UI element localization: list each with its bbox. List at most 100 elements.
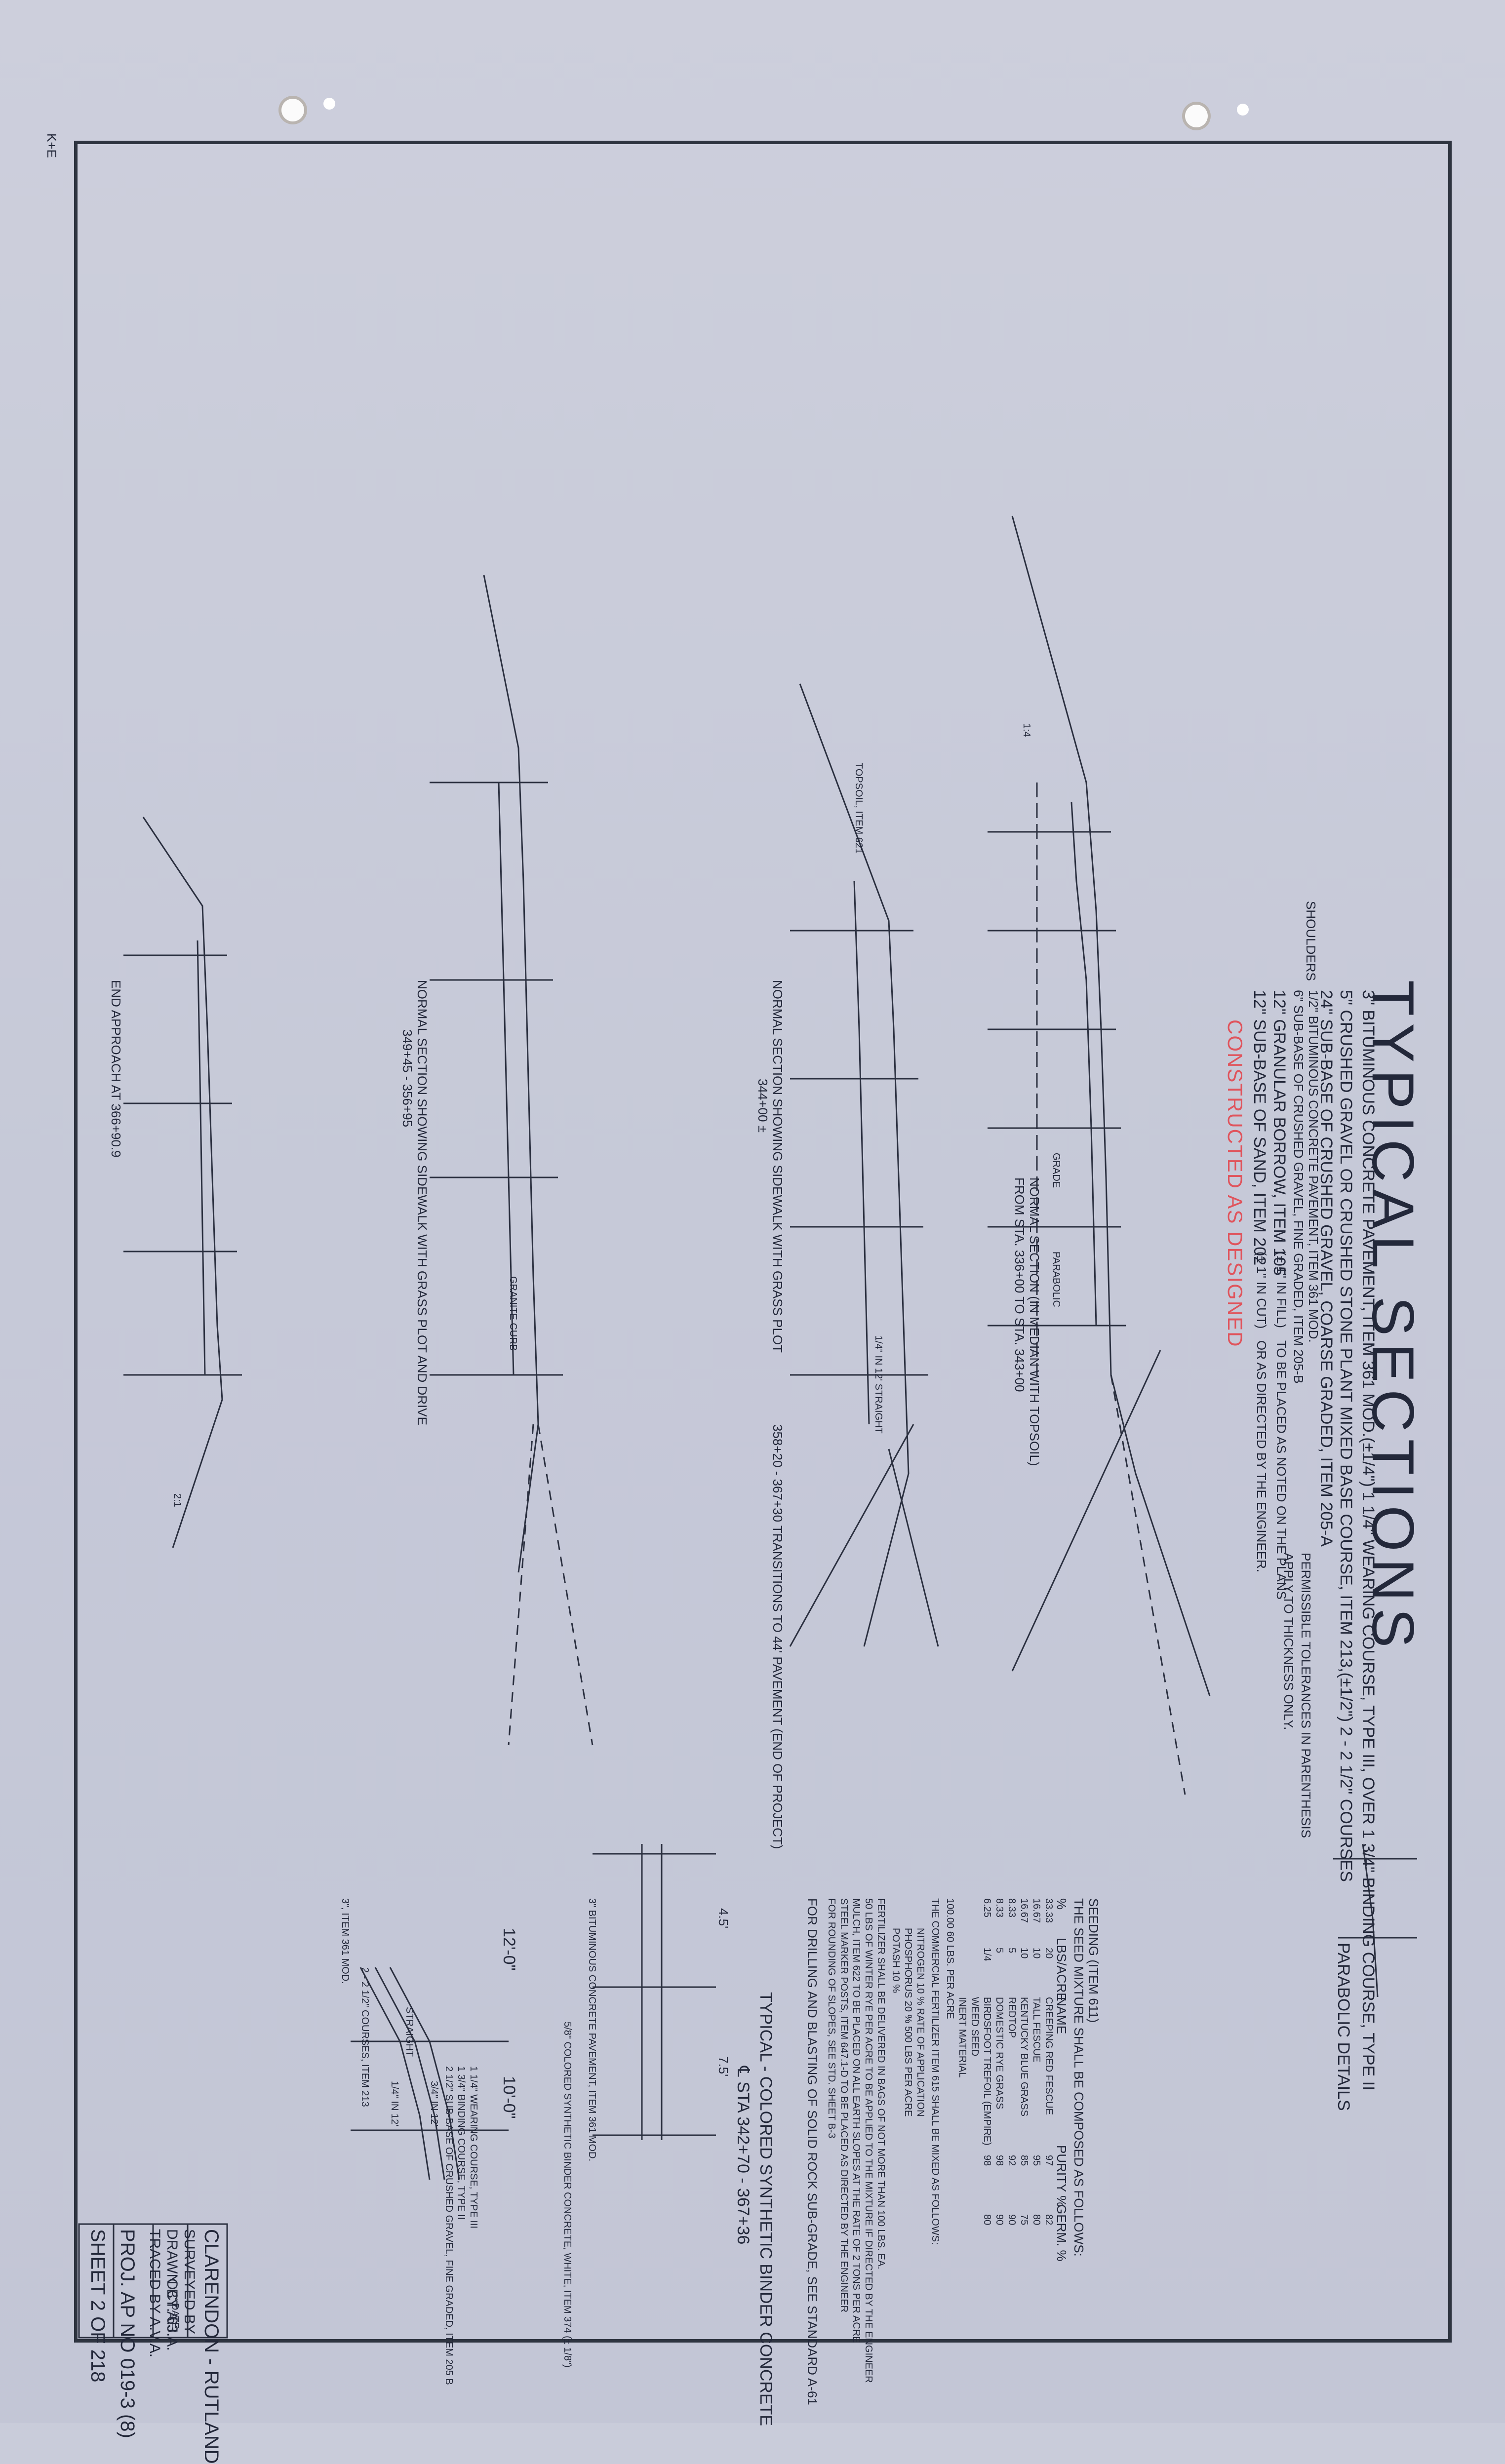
seeding-col-lbs: LBS/ACRE: [1054, 1938, 1069, 2001]
section-range: 349+45 - 356+95: [400, 1029, 415, 1128]
section-profile: [799, 683, 910, 1647]
section-range: 344+00 ±: [755, 1079, 770, 1133]
seed-pct: 8.33: [994, 1898, 1005, 1917]
parabolic-label: PARABOLIC: [1051, 1252, 1062, 1307]
seeding-note: MULCH, ITEM 622 TO BE PLACED ON ALL EART…: [851, 1898, 862, 2343]
seeding-note: FERTILIZER SHALL BE DELIVERED IN BAGS OF…: [875, 1898, 886, 2269]
margin-mark: K+E: [44, 133, 59, 158]
section-caption: NORMAL SECTION (IN MEDIAN WITH TOPSOIL): [1027, 1177, 1042, 1466]
spec-line-2: 5" CRUSHED GRAVEL OR CRUSHED STONE PLANT…: [1337, 990, 1355, 1882]
shoulders-line-2: 6" SUB-BASE OF CRUSHED GRAVEL, FINE GRAD…: [1291, 990, 1306, 1384]
fertilizer-row: NITROGEN 10 % RATE OF APPLICATION: [915, 1928, 926, 2117]
parabolic-detail: [1362, 1843, 1379, 1997]
seed-name: TALL FESCUE: [1031, 1997, 1042, 2063]
seed-lbs: 10: [1031, 1948, 1042, 1959]
seeding-col-germ: GERM. %: [1054, 2204, 1069, 2262]
seed-pct: 16.67: [1031, 1898, 1042, 1923]
section-linework: [78, 515, 1417, 2339]
seeding-col-pct: %: [1054, 1898, 1069, 1910]
seed-germ: 75: [1019, 2214, 1030, 2226]
seed-purity: 85: [1019, 2155, 1030, 2166]
slope-label: 2:1: [172, 1493, 183, 1507]
seed-name: KENTUCKY BLUE GRASS: [1019, 1997, 1030, 2116]
title-block-surveyed: SURVEYED BY: [181, 2229, 198, 2334]
detail-label: STRAIGHT: [404, 2007, 415, 2057]
title-block-project: PROJ. AP NO 019-3 (8): [117, 2229, 138, 2438]
seed-lbs: 1/4: [982, 1948, 992, 1961]
section-range: FROM STA. 336+00 TO STA. 343+00: [1012, 1177, 1027, 1392]
fertilizer-row: POTASH 10 %: [890, 1928, 901, 1993]
seed-germ: 82: [1043, 2214, 1054, 2226]
section-profile: [1011, 515, 1211, 1696]
detail-label: 1 3/4" BINDING COURSE, TYPE II: [456, 2066, 467, 2220]
seeding-total: 100.00 60 LBS. PER ACRE: [945, 1898, 955, 2019]
binder-dim-b: 7.5': [716, 2056, 731, 2077]
seed-lbs: 5: [994, 1948, 1005, 1954]
spec-line-4: 12" GRANULAR BORROW, ITEM 105: [1270, 990, 1289, 1276]
fertilizer-row: PHOSPHORUS 20 % 500 LBS PER ACRE: [903, 1928, 913, 2117]
punch-hole: [281, 99, 304, 121]
seeding-note: FOR DRILLING AND BLASTING OF SOLID ROCK …: [805, 1898, 820, 2405]
detail-label: 1 1/4" WEARING COURSE, TYPE III: [468, 2066, 479, 2229]
punch-dot: [323, 98, 335, 110]
shoulders-label: SHOULDERS: [1304, 901, 1318, 981]
seeding-col-name: NAME: [1054, 1997, 1069, 2034]
title-block-date: OCT. 63: [164, 2278, 180, 2333]
binder-title: TYPICAL - COLORED SYNTHETIC BINDER CONCR…: [756, 1992, 775, 2426]
seed-germ: 80: [1031, 2214, 1042, 2226]
seed-purity: 97: [1043, 2155, 1054, 2166]
permissible-note-2: APPLY TO THICKNESS ONLY.: [1281, 1553, 1296, 1730]
seed-name: DOMESTIC RYE GRASS: [994, 1997, 1005, 2110]
title-block-traced: TRACED BY A.V.A.: [147, 2229, 163, 2358]
grade-label: GRADE: [1051, 1153, 1062, 1188]
detail-label: 2 - 2 1/2" COURSES, ITEM 213: [359, 1967, 370, 2107]
permissible-note-1: PERMISSIBLE TOLERANCES IN PARENTHESIS: [1299, 1553, 1313, 1838]
detail-label: 1/4" IN 12': [389, 2081, 400, 2127]
punch-dot: [1237, 104, 1249, 116]
section-caption: END APPROACH AT 366+90.9: [109, 980, 123, 1158]
as-built-stamp: CONSTRUCTED AS DESIGNED: [1224, 1019, 1247, 1348]
parabolic-details-label: PARABOLIC DETAILS: [1334, 1943, 1353, 2111]
seed-pct: 6.25: [982, 1898, 992, 1917]
binder-note: 5/8" COLORED SYNTHETIC BINDER CONCRETE, …: [562, 2022, 573, 2368]
section-caption: NORMAL SECTION SHOWING SIDEWALK WITH GRA…: [415, 980, 430, 1425]
seed-purity: 92: [1006, 2155, 1017, 2166]
seeding-note: STEEL MARKER POSTS, ITEM 647.1-D TO BE P…: [838, 1898, 849, 2313]
seed-lbs: 5: [1006, 1948, 1017, 1954]
binder-dim-a: 4.5': [716, 1908, 731, 1929]
drawing-border: [74, 141, 1452, 2343]
slope-label: 1:4: [1021, 723, 1032, 737]
seed-name: INERT MATERIAL: [957, 1997, 968, 2078]
title-block-town: CLARENDON - RUTLAND: [200, 2229, 222, 2464]
drawing-area: TYPICAL SECTIONS 3" BITUMINOUS CONCRETE …: [74, 141, 1452, 2464]
detail-label: 2 1/2" SUB-BASE OF CRUSHED GRAVEL, FINE …: [443, 2066, 454, 2385]
detail-dim: 12'-0": [500, 1928, 518, 1971]
seed-name: BIRDSFOOT TREFOIL (EMPIRE): [982, 1997, 992, 2146]
section-caption: 358+20 - 367+30 TRANSITIONS TO 44' PAVEM…: [770, 1424, 785, 1849]
curb-label: GRANITE CURB: [508, 1276, 518, 1351]
pavement-detail: [389, 1967, 460, 2180]
spec-line-5: 12" SUB-BASE OF SAND, ITEM 202: [1250, 990, 1269, 1266]
seed-pct: 16.67: [1019, 1898, 1030, 1923]
seed-name: REDTOP: [1006, 1997, 1017, 2038]
section-profile: [142, 817, 223, 1548]
seed-germ: 90: [1006, 2214, 1017, 2226]
seed-pct: 8.33: [1006, 1898, 1017, 1917]
section-profile: [483, 575, 539, 1573]
seeding-note: FOR ROUNDING OF SLOPES, SEE STD. SHEET B…: [826, 1898, 837, 2139]
topsoil-label: TOPSOIL, ITEM 621: [853, 763, 864, 854]
seeding-title: SEEDING (ITEM 611): [1086, 1898, 1101, 2023]
detail-label: 3", ITEM 361 MOD.: [340, 1898, 351, 1984]
seed-lbs: 10: [1019, 1948, 1030, 1959]
tolerance-cut: (± 1" IN CUT): [1254, 1252, 1269, 1329]
binder-station: ℄ STA 342+70 - 367+36: [734, 2066, 752, 2245]
seed-purity: 98: [982, 2155, 992, 2166]
tolerance-fill: (± 1" IN FILL): [1274, 1252, 1289, 1328]
seeding-note: 50 LBS OF WINTER RYE PER ACRE TO BE APPL…: [863, 1898, 874, 2383]
shoulders-line-1: 1/2" BITUMINOUS CONCRETE PAVEMENT, ITEM …: [1306, 990, 1321, 1343]
binder-note: 3" BITUMINOUS CONCRETE PAVEMENT, ITEM 36…: [587, 1898, 597, 2162]
title-block-sheet: SHEET 2 OF 218: [87, 2229, 109, 2383]
seed-lbs: 20: [1043, 1948, 1054, 1959]
seeding-col-purity: PURITY %: [1054, 2145, 1069, 2207]
